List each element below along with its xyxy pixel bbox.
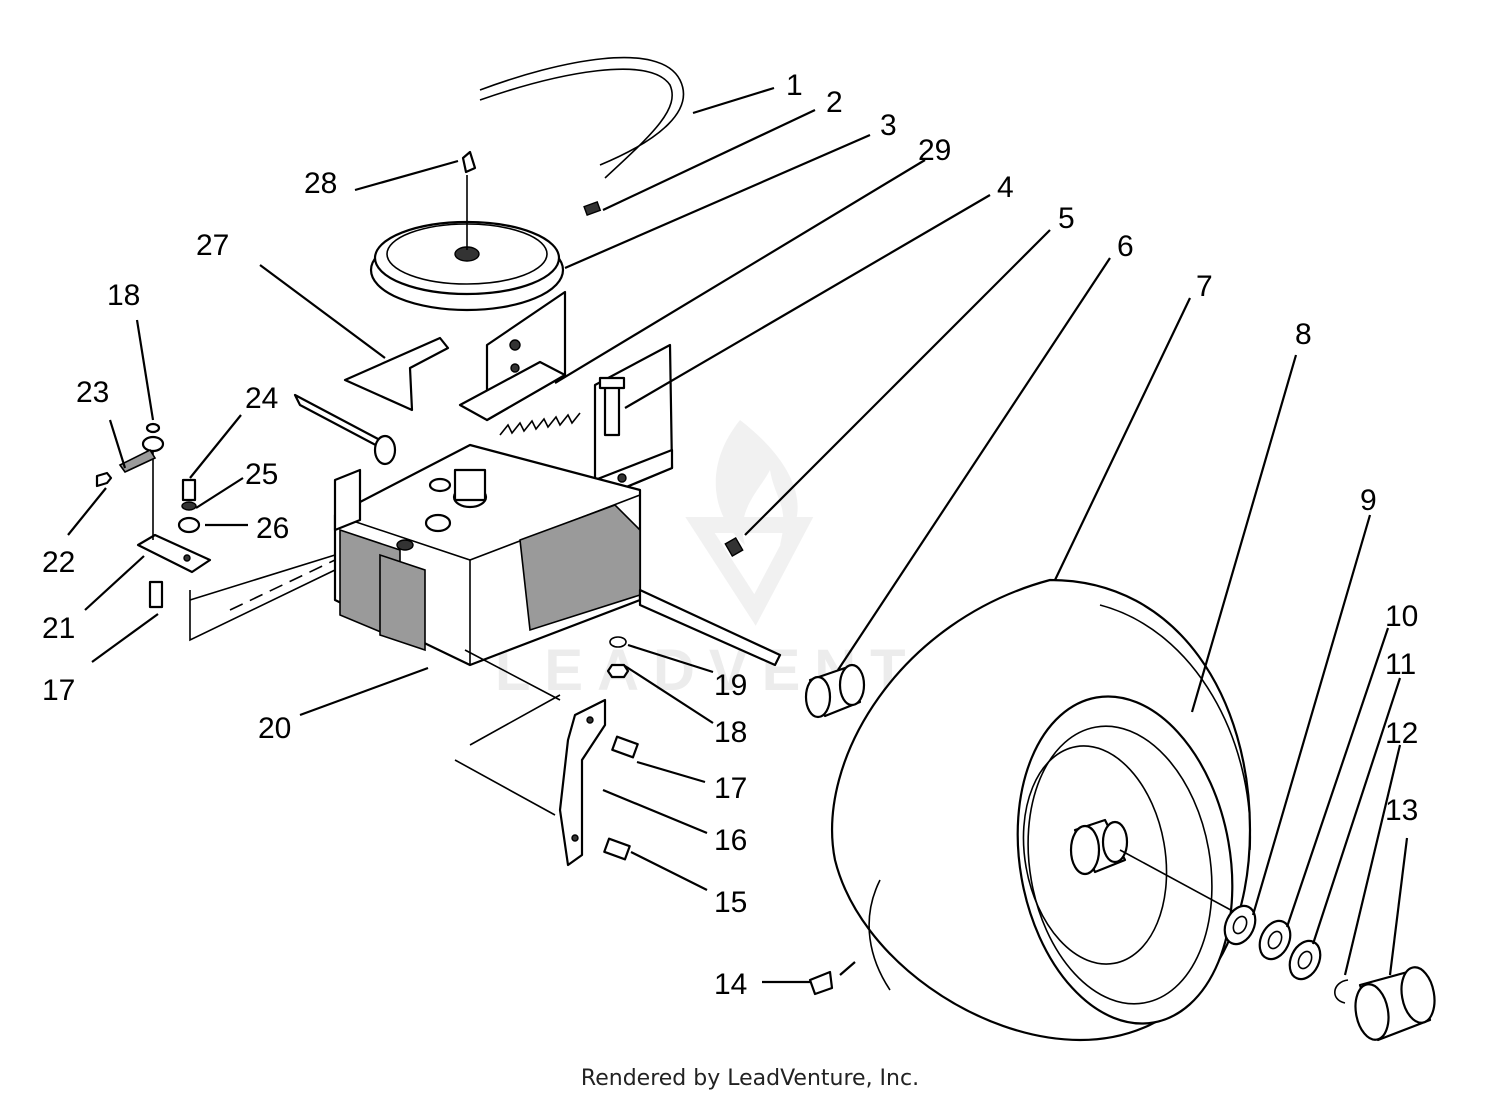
callout-17-left: 17 — [42, 674, 75, 707]
render-credit: Rendered by LeadVenture, Inc. — [580, 1066, 920, 1091]
callout-5: 5 — [1058, 202, 1075, 235]
callout-26: 26 — [256, 512, 289, 545]
callout-24: 24 — [245, 382, 278, 415]
valve-stem — [808, 970, 834, 996]
callout-14: 14 — [714, 968, 747, 1001]
shift-plate — [343, 336, 450, 412]
shift-linkage — [95, 422, 336, 642]
callout-7: 7 — [1196, 270, 1213, 303]
callout-21: 21 — [42, 612, 75, 645]
hex-nut — [606, 663, 630, 679]
callout-18-left: 18 — [107, 279, 140, 312]
leader-lines — [67, 86, 1409, 984]
callout-6: 6 — [1117, 230, 1134, 263]
drive-belt — [479, 56, 685, 179]
transmission-pulley — [369, 175, 565, 312]
callout-22: 22 — [42, 546, 75, 579]
lower-bracket — [558, 698, 639, 867]
woodruff-key — [461, 150, 477, 174]
callout-23: 23 — [76, 376, 109, 409]
callout-8: 8 — [1295, 318, 1312, 351]
callout-1: 1 — [786, 69, 803, 102]
callout-9: 9 — [1360, 484, 1377, 517]
tension-spring — [499, 412, 581, 436]
callout-numbers: 1 2 3 29 4 5 6 7 8 9 10 11 12 13 14 15 1… — [42, 69, 1418, 1001]
mounting-bracket — [458, 290, 567, 422]
support-bracket — [593, 343, 674, 502]
axle-key — [724, 536, 744, 558]
transaxle-assembly — [293, 393, 782, 701]
callout-28: 28 — [304, 167, 337, 200]
callout-15: 15 — [714, 886, 747, 919]
washer — [609, 636, 627, 648]
callout-29: 29 — [918, 134, 951, 167]
callout-3: 3 — [880, 109, 897, 142]
watermark-logo-icon — [685, 420, 814, 626]
callout-25: 25 — [245, 458, 278, 491]
callout-13: 13 — [1385, 794, 1418, 827]
wheel-spacer — [804, 663, 866, 719]
callout-17: 17 — [714, 772, 747, 805]
callout-10: 10 — [1385, 600, 1418, 633]
callout-12: 12 — [1385, 717, 1418, 750]
callout-16: 16 — [714, 824, 747, 857]
set-screw — [583, 200, 602, 216]
callout-2: 2 — [826, 86, 843, 119]
rear-wheel-tire — [831, 578, 1252, 1042]
callout-27: 27 — [196, 229, 229, 262]
callout-4: 4 — [997, 171, 1014, 204]
callout-20: 20 — [258, 712, 291, 745]
axle-hardware — [1223, 904, 1436, 1042]
callout-18: 18 — [714, 716, 747, 749]
callout-11: 11 — [1385, 648, 1416, 681]
callout-19: 19 — [714, 669, 747, 702]
